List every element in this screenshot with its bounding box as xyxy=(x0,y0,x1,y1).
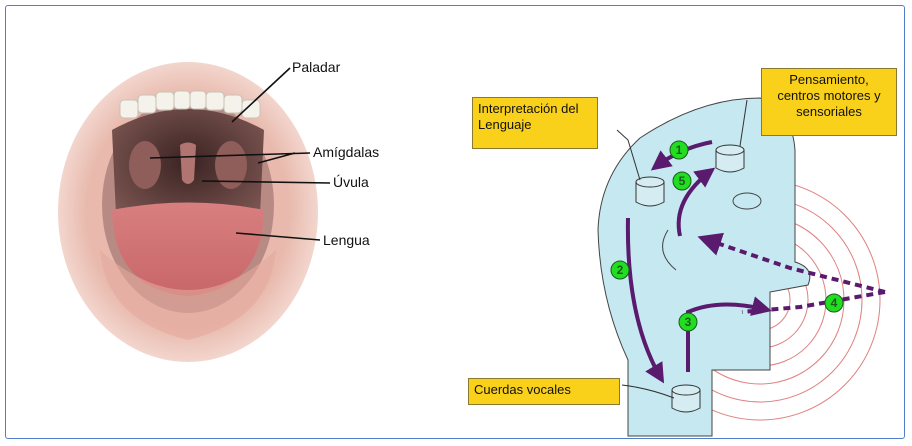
arrow-4-dashed-lower xyxy=(741,290,886,314)
step-markers: 1 2 3 4 5 xyxy=(610,140,844,332)
mouth-leader-lines xyxy=(149,67,331,241)
tonsil-right xyxy=(215,141,247,189)
step-5: 5 xyxy=(672,171,692,191)
cylinder-language xyxy=(635,176,665,207)
leader-tonsils-left xyxy=(149,152,311,159)
arrow-4-dashed-upper xyxy=(697,232,886,294)
label-tongue: Lengua xyxy=(323,232,370,248)
label-uvula: Úvula xyxy=(333,174,369,190)
label-box-vocal: Cuerdas vocales xyxy=(468,378,620,405)
step-1-label: 1 xyxy=(676,143,683,157)
leader-thought xyxy=(739,99,748,147)
step-3: 3 xyxy=(678,312,698,332)
arrow-5 xyxy=(676,167,716,237)
head-leader-lines xyxy=(616,99,748,399)
leader-palate xyxy=(231,67,291,123)
leader-vocal xyxy=(621,384,675,399)
uvula xyxy=(180,142,196,184)
lower-lip xyxy=(100,250,276,340)
label-tonsils: Amígdalas xyxy=(313,144,379,160)
cylinder-vocal xyxy=(671,384,701,413)
label-language: Interpretación del Lenguaje xyxy=(478,101,579,132)
leader-tongue xyxy=(235,232,321,241)
step-2-label: 2 xyxy=(617,263,624,277)
upper-teeth xyxy=(119,90,261,119)
step-4: 4 xyxy=(824,293,844,313)
step-2: 2 xyxy=(610,260,630,280)
tongue xyxy=(112,202,264,296)
tonsil-left xyxy=(129,141,161,189)
leader-language xyxy=(616,129,641,181)
label-box-language: Interpretación del Lenguaje xyxy=(472,97,598,149)
cylinders xyxy=(635,144,745,413)
leader-tonsils-right xyxy=(257,152,296,164)
cylinder-thought xyxy=(715,144,745,173)
label-palate: Paladar xyxy=(292,59,341,75)
arrow-2 xyxy=(625,217,665,384)
arrow-3 xyxy=(686,296,772,372)
step-1: 1 xyxy=(669,140,689,160)
label-vocal: Cuerdas vocales xyxy=(474,382,571,397)
step-3-label: 3 xyxy=(685,315,692,329)
step-5-label: 5 xyxy=(679,174,686,188)
nasal-cavity xyxy=(662,229,677,271)
step-4-label: 4 xyxy=(831,296,838,310)
label-thought: Pensamiento, centros motores y sensorial… xyxy=(777,72,881,119)
label-box-thought: Pensamiento, centros motores y sensorial… xyxy=(761,68,897,136)
leader-uvula xyxy=(201,180,331,184)
sinus-oval xyxy=(732,192,762,210)
mouth-illustration xyxy=(58,62,318,362)
